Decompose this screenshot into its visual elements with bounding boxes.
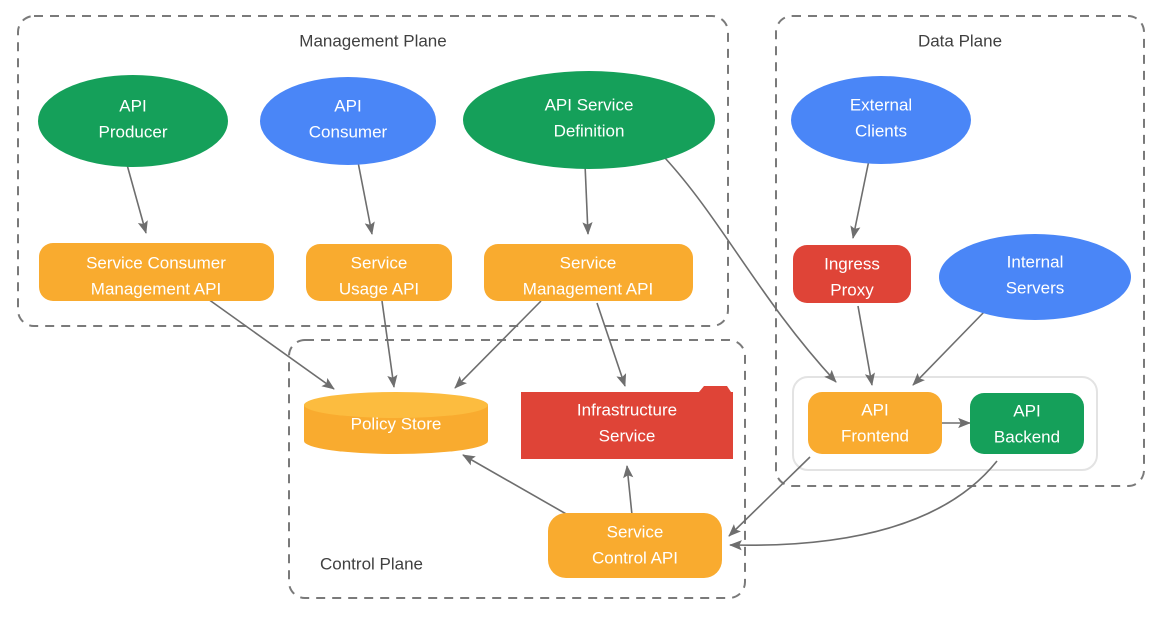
api-producer-shape[interactable] (38, 75, 228, 167)
node-api-producer[interactable]: API Producer (38, 75, 228, 167)
node-external-clients[interactable]: External Clients (791, 76, 971, 164)
node-ingress-proxy[interactable]: Ingress Proxy (793, 245, 911, 303)
edge-internal-servers-to-api-frontend (912, 310, 986, 386)
edge-layer (125, 157, 998, 551)
api-runtime-subgroup-border (792, 376, 1098, 471)
edge-api-producer-to-service-consumer-management-api (125, 160, 148, 234)
edge-service-control-api-to-policy-store (462, 454, 576, 520)
service-management-api-shape[interactable] (484, 244, 693, 301)
node-api-backend[interactable]: API Backend (970, 393, 1084, 454)
internal-servers-shape[interactable] (939, 234, 1131, 320)
control-plane-border (288, 339, 746, 599)
node-infrastructure-backends[interactable]: Infrastructure Service (521, 386, 733, 459)
api-service-definition-shape[interactable] (463, 71, 715, 169)
edge-ingress-proxy-to-api-frontend (857, 305, 875, 386)
service-consumer-management-api-shape[interactable] (39, 243, 274, 301)
edge-api-service-definition-to-api-frontend (664, 157, 837, 383)
infrastructure-backends-shape[interactable] (521, 386, 733, 459)
node-api-frontend[interactable]: API Frontend (808, 392, 942, 454)
edge-service-consumer-management-api-to-policy-store (207, 298, 335, 390)
api-consumer-shape[interactable] (260, 77, 436, 165)
edge-service-management-api-to-infrastructure-backends (596, 302, 627, 387)
policy-store-body[interactable] (304, 405, 488, 454)
node-api-service-definition[interactable]: API Service Definition (463, 71, 715, 169)
external-clients-shape[interactable] (791, 76, 971, 164)
edge-api-backend-to-service-control-api (729, 460, 998, 551)
management-plane-label: Management Plane (299, 31, 446, 50)
node-service-usage-api[interactable]: Service Usage API (306, 244, 452, 301)
node-api-consumer[interactable]: API Consumer (260, 77, 436, 165)
edge-api-consumer-to-service-usage-api (357, 161, 375, 235)
plane-control: Control Plane (288, 339, 746, 599)
plane-management: Management Plane (17, 15, 729, 327)
ingress-proxy-shape[interactable] (793, 245, 911, 303)
node-service-consumer-management-api[interactable]: Service Consumer Management API (39, 243, 274, 301)
plane-data: Data Plane (775, 15, 1145, 487)
management-plane-border (17, 15, 729, 327)
api-frontend-shape[interactable] (808, 392, 942, 454)
policy-store-top[interactable] (304, 392, 488, 418)
data-plane-label: Data Plane (918, 31, 1002, 50)
node-service-control-api[interactable]: Service Control API (548, 513, 722, 578)
node-service-management-api[interactable]: Service Management API (484, 244, 693, 301)
node-internal-servers[interactable]: Internal Servers (939, 234, 1131, 320)
edge-service-usage-api-to-policy-store (381, 300, 398, 388)
edge-service-management-api-to-policy-store (454, 300, 542, 389)
edge-api-service-definition-to-service-management-api (582, 163, 593, 235)
node-policy-store[interactable]: Policy Store (304, 392, 488, 454)
control-plane-label: Control Plane (320, 554, 423, 573)
api-backend-shape[interactable] (970, 393, 1084, 454)
edge-api-frontend-to-service-control-api (728, 456, 811, 537)
edge-external-clients-to-ingress-proxy (850, 159, 870, 239)
service-control-api-shape[interactable] (548, 513, 722, 578)
data-plane-border (775, 15, 1145, 487)
edge-service-control-api-to-infrastructure-backends (623, 465, 634, 516)
service-usage-api-shape[interactable] (306, 244, 452, 301)
